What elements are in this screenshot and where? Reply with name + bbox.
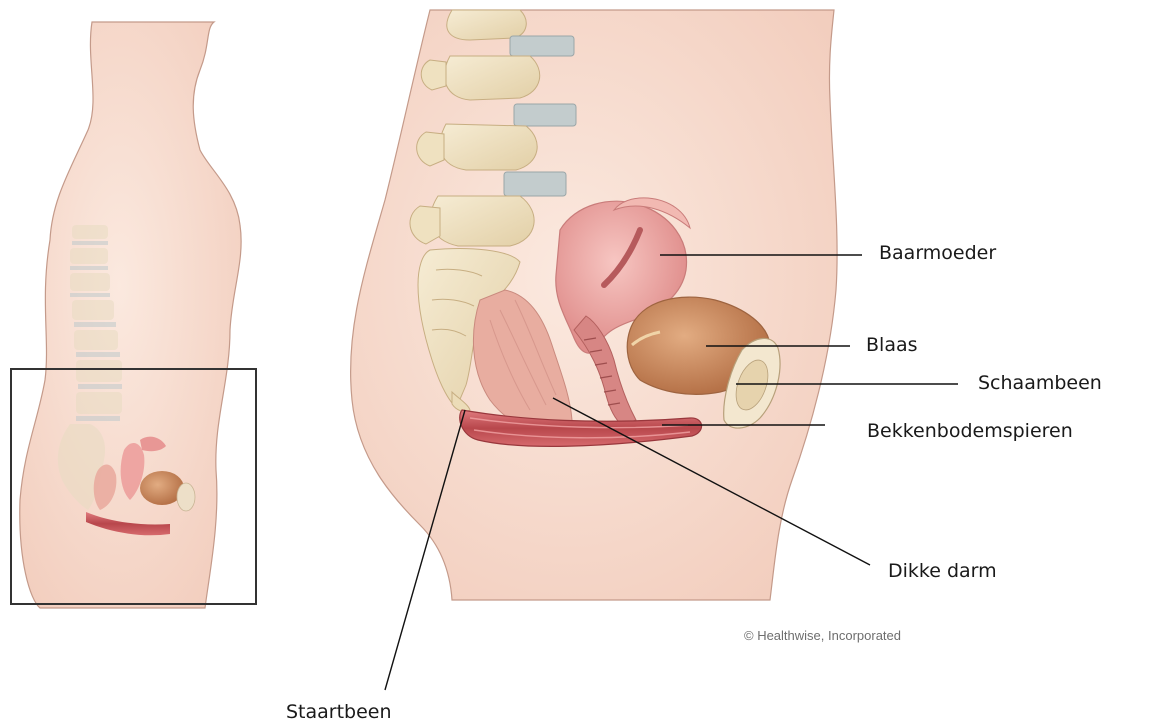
label-blaas: Blaas (866, 336, 918, 355)
vertebra (444, 56, 539, 100)
vertebra (440, 124, 537, 170)
label-staartbeen: Staartbeen (286, 703, 392, 722)
disc (510, 36, 574, 56)
disc (504, 172, 566, 196)
label-schaambeen: Schaambeen (978, 374, 1102, 393)
label-bekkenbodemspieren: Bekkenbodemspieren (867, 422, 1073, 441)
small-body-silhouette (20, 22, 241, 608)
copyright-credit: © Healthwise, Incorporated (744, 628, 901, 643)
disc (514, 104, 576, 126)
large-body-figure (351, 10, 838, 600)
small-body-figure (11, 22, 256, 608)
vertebra (431, 196, 534, 246)
label-dikke-darm: Dikke darm (888, 562, 997, 581)
label-baarmoeder: Baarmoeder (879, 244, 996, 263)
